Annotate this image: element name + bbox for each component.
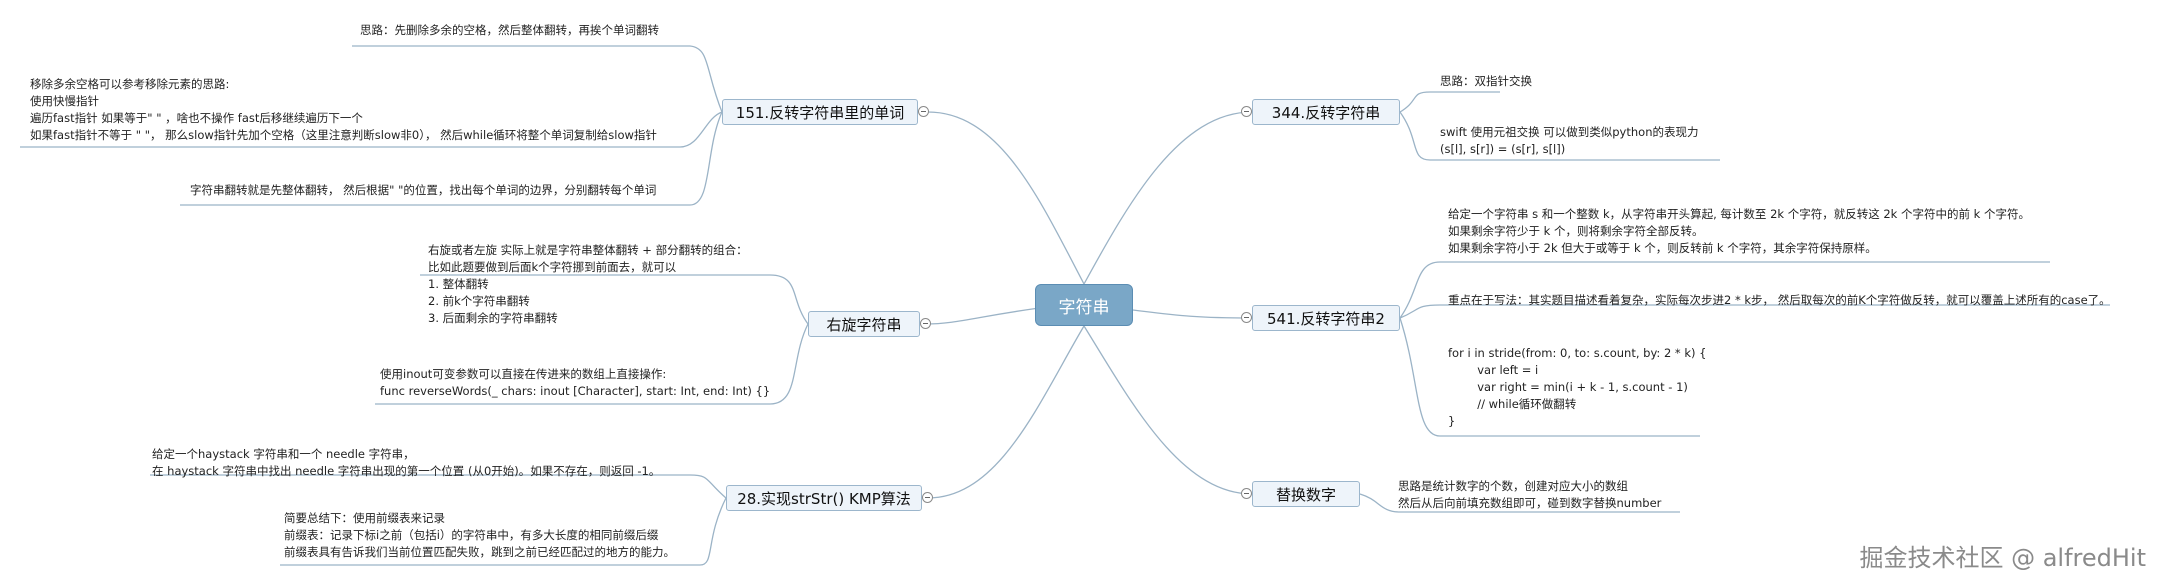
- topic-label: 151.反转字符串里的单词: [735, 103, 905, 122]
- central-topic[interactable]: 字符串: [1035, 284, 1133, 326]
- note-flip-words: 字符串翻转就是先整体翻转， 然后根据" "的位置，找出每个单词的边界，分别翻转每…: [190, 183, 657, 197]
- topic-rotate-string[interactable]: 右旋字符串: [808, 311, 920, 337]
- topic-replace-digits[interactable]: 替换数字: [1252, 481, 1360, 507]
- note-reverse-words-idea: 思路：先删除多余的空格，然后整体翻转，再挨个单词翻转: [360, 23, 659, 37]
- note-inout: 使用inout可变参数可以直接在传进来的数组上直接操作: func revers…: [380, 367, 771, 398]
- note-kmp-description: 给定一个haystack 字符串和一个 needle 字符串， 在 haysta…: [152, 447, 661, 478]
- topic-reverse-string[interactable]: 344.反转字符串: [1252, 99, 1400, 125]
- topic-label: 541.反转字符串2: [1267, 309, 1385, 328]
- topic-label: 28.实现strStr() KMP算法: [737, 489, 911, 508]
- topic-label: 右旋字符串: [826, 315, 902, 334]
- topic-label: 344.反转字符串: [1271, 103, 1381, 122]
- note-rs2-description: 给定一个字符串 s 和一个整数 k，从字符串开头算起, 每计数至 2k 个字符，…: [1448, 207, 2030, 255]
- topic-kmp[interactable]: 28.实现strStr() KMP算法: [726, 485, 922, 511]
- note-replace-digits: 思路是统计数字的个数，创建对应大小的数组 然后从后向前填充数组即可，碰到数字替换…: [1398, 479, 1662, 510]
- central-topic-label: 字符串: [1058, 297, 1110, 318]
- watermark: 掘金技术社区 @ alfredHit: [1859, 544, 2146, 572]
- note-reverse-string-idea: 思路：双指针交换: [1440, 74, 1532, 88]
- collapse-toggle-icon[interactable]: [922, 492, 933, 503]
- topic-reverse-string2[interactable]: 541.反转字符串2: [1252, 305, 1400, 331]
- note-swift-tuple-swap: swift 使用元祖交换 可以做到类似python的表现力 (s[l], s[r…: [1440, 125, 1699, 156]
- note-kmp-summary: 简要总结下：使用前缀表来记录 前缀表：记录下标i之前（包括i）的字符串中，有多大…: [284, 511, 675, 559]
- collapse-toggle-icon[interactable]: [920, 318, 931, 329]
- topic-reverse-words[interactable]: 151.反转字符串里的单词: [722, 99, 918, 125]
- note-rs2-code: for i in stride(from: 0, to: s.count, by…: [1448, 346, 1707, 428]
- collapse-toggle-icon[interactable]: [918, 106, 929, 117]
- collapse-toggle-icon[interactable]: [1241, 106, 1252, 117]
- note-remove-spaces: 移除多余空格可以参考移除元素的思路: 使用快慢指针 遍历fast指针 如果等于"…: [30, 77, 657, 142]
- topic-label: 替换数字: [1275, 485, 1336, 504]
- collapse-toggle-icon[interactable]: [1241, 488, 1252, 499]
- note-rotate-idea: 右旋或者左旋 实际上就是字符串整体翻转 + 部分翻转的组合： 比如此题要做到后面…: [428, 243, 748, 325]
- note-rs2-focus: 重点在于写法：其实题目描述看着复杂，实际每次步进2 * k步， 然后取每次的前K…: [1448, 293, 2111, 307]
- collapse-toggle-icon[interactable]: [1241, 312, 1252, 323]
